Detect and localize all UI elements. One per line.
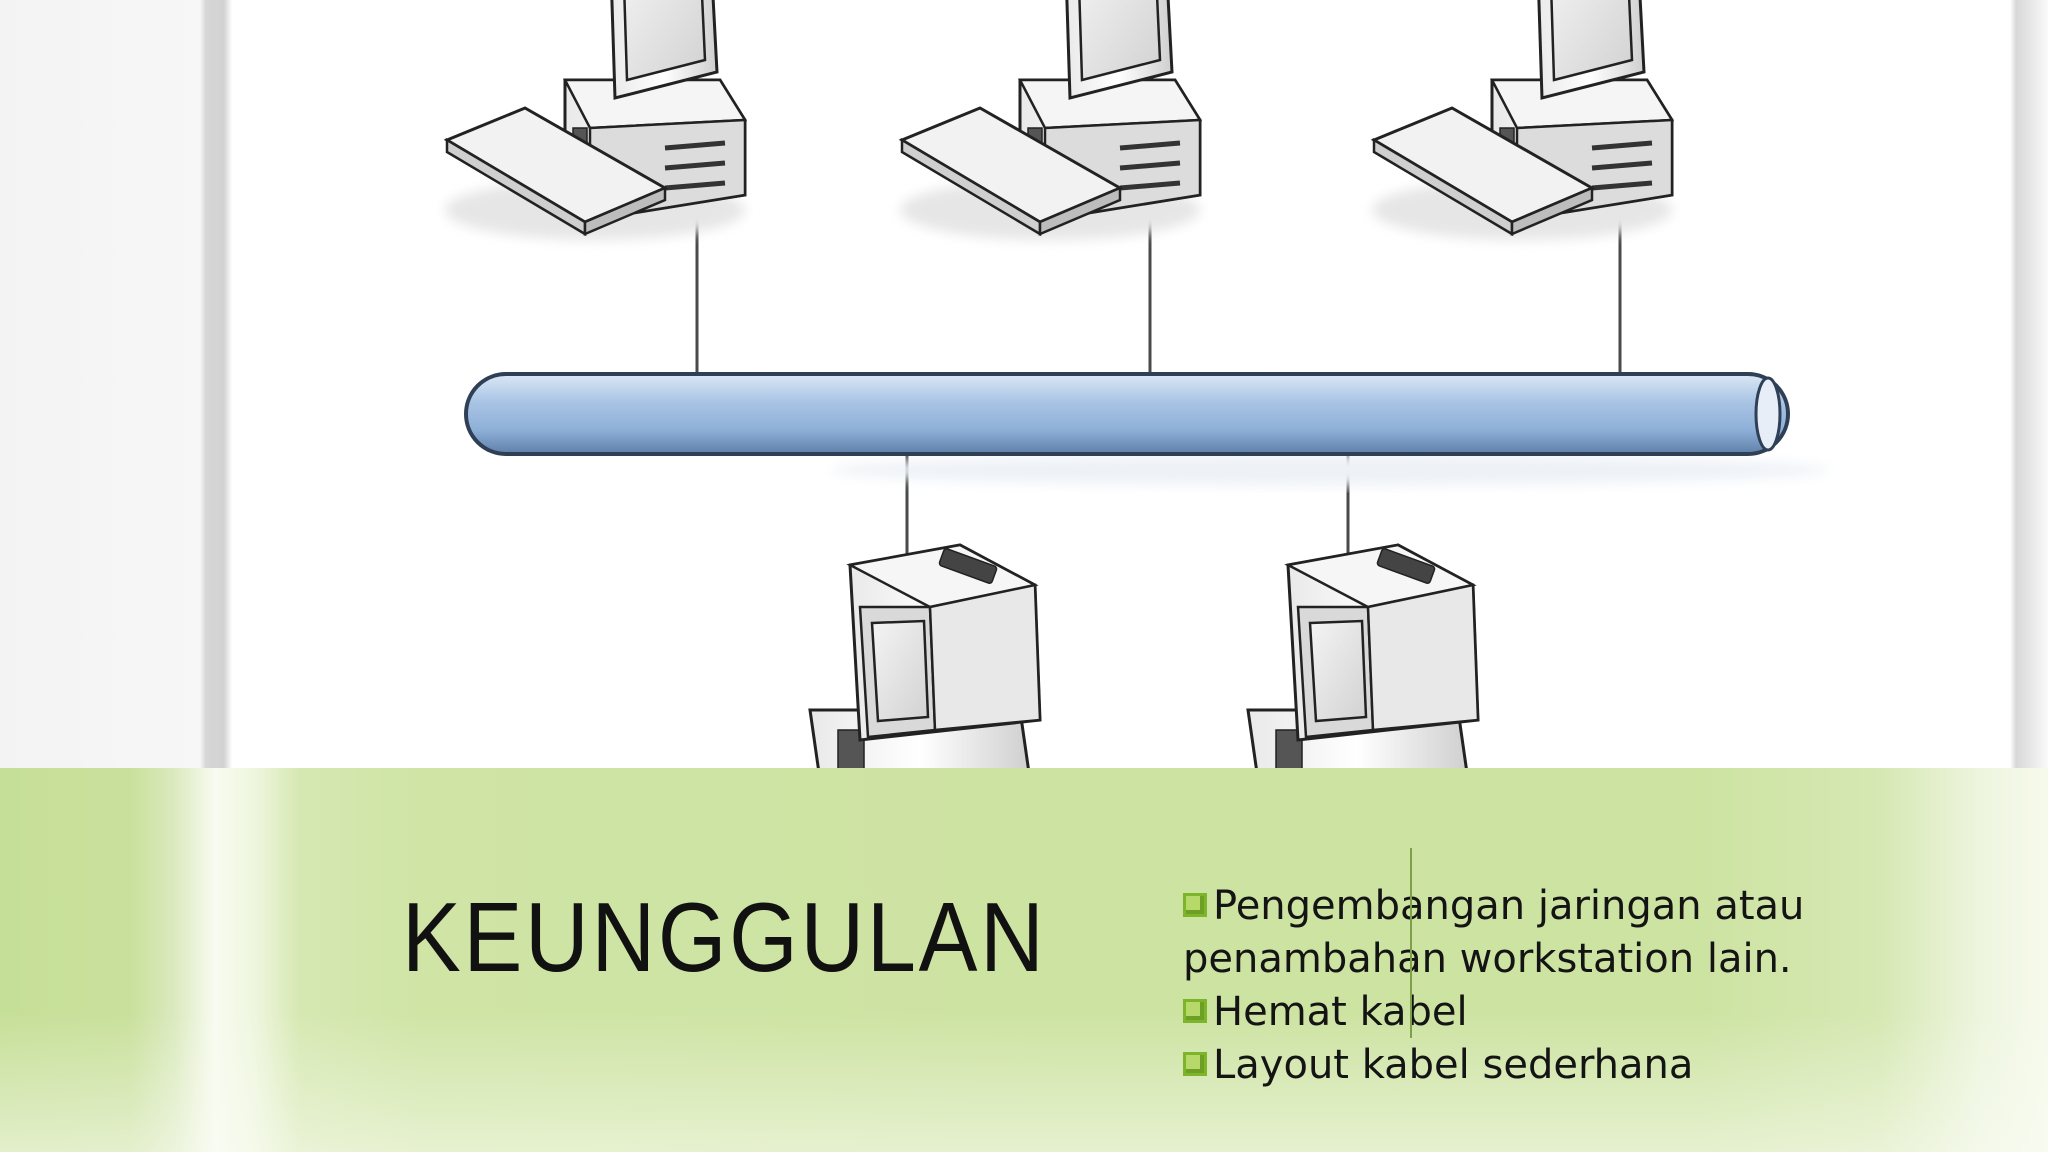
desktop-computer-icon [1246, 543, 1480, 770]
slide-title: KEUNGGULAN [402, 882, 1047, 992]
square-bullet-icon [1183, 893, 1207, 917]
desktop-computer-icon [445, 0, 745, 240]
text-cursor [1410, 848, 1412, 1038]
list-item: Layout kabel sederhana [1183, 1039, 1983, 1092]
bullet-text: Layout kabel sederhana [1213, 1042, 1694, 1088]
desktop-computer-icon [808, 543, 1042, 770]
desktop-computer-icon [1372, 0, 1672, 240]
bullet-text: Hemat kabel [1213, 989, 1468, 1035]
list-item: Hemat kabel [1183, 986, 1983, 1039]
square-bullet-icon [1183, 999, 1207, 1023]
bus-topology-diagram [0, 0, 1830, 770]
bus-backbone-cable [464, 372, 1830, 486]
bullet-text: Pengembangan jaringan atau penambahan wo… [1183, 883, 1805, 982]
list-item: Pengembangan jaringan atau penambahan wo… [1183, 880, 1983, 986]
desktop-computer-icon [900, 0, 1200, 240]
advantages-list: Pengembangan jaringan atau penambahan wo… [1183, 880, 1983, 1092]
footer-band [0, 768, 2048, 1152]
network-diagram-panel [0, 0, 2048, 770]
square-bullet-icon [1183, 1052, 1207, 1076]
